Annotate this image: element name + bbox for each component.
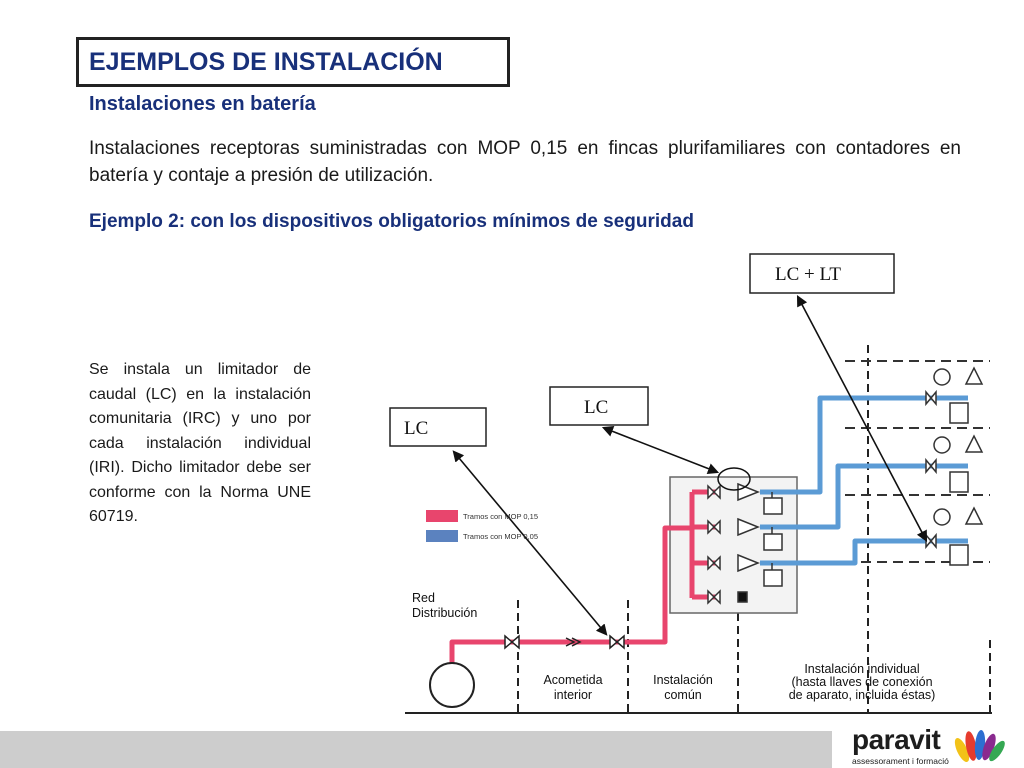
comun-label-2: común [664,688,702,702]
valve-icon [504,634,520,650]
callout-label: LC + LT [775,264,841,285]
distribution-network-circle [429,662,475,708]
comun-label-1: Instalación [653,673,713,687]
red-distribucion-label-2: Distribución [412,606,477,620]
section-labels: Red Distribución Acometida interior Inst… [412,591,935,702]
callout-label: LC [584,397,608,418]
regulator-icon [737,553,761,573]
valve-icon [609,634,625,650]
callout-lc-lt: LC + LT [749,253,895,294]
heater-icon [964,506,984,525]
individual-label-3: de aparato, incluida éstas) [789,688,936,702]
logo-brand: paravit [852,724,941,755]
meter-valve-icon [707,519,721,535]
slide-title: EJEMPLOS DE INSTALACIÓN [89,48,443,76]
lc-common-ellipse [717,467,751,491]
callout-label: LC [404,418,428,439]
spare-plug-icon [737,591,748,603]
meter-icon [763,497,783,515]
appliance-valve-icon [925,532,937,550]
floor-lines [845,360,990,563]
arrow-lc-lt [796,295,928,542]
service-valves [504,634,625,650]
footer-bar [0,731,832,768]
cooker-icon [949,402,969,424]
cooker-icon [949,544,969,566]
appliance-valve-icon [925,389,937,407]
boiler-icon [933,508,951,526]
meter-valve-icon [707,589,721,605]
individual-label-2: (hasta llaves de conexión [791,675,932,689]
appliances [925,366,984,566]
cooker-icon [949,471,969,493]
arrow-lc-left [452,450,608,636]
meter-battery [707,482,783,605]
legend: Tramos con MOP 0,15 Tramos con MOP 0,05 [426,510,538,542]
boiler-icon [933,436,951,454]
regulator-icon [737,517,761,537]
heater-icon [964,434,984,453]
individual-label-1: Instalación individual [804,662,919,676]
acometida-label-2: interior [554,688,592,702]
side-note: Se instala un limitador de caudal (LC) e… [89,361,311,525]
arrow-lc-center [601,426,720,474]
leaf-fan-icon [954,730,1005,762]
check-valve-icon [565,637,582,647]
acometida-label-1: Acometida [543,673,602,687]
callout-arrows [452,295,928,636]
red-distribucion-label-1: Red [412,591,435,605]
meter-icon [763,533,783,551]
title-box: EJEMPLOS DE INSTALACIÓN [76,37,510,87]
appliance-feed [935,395,968,544]
legend-swatch-red [426,510,458,522]
callout-lc-left: LC [389,407,487,447]
boiler-icon [933,368,951,386]
appliance-valve-icon [925,457,937,475]
callout-box [749,253,895,294]
slide-subtitle: Instalaciones en batería [89,93,316,115]
service-pipe [449,525,692,663]
example-heading: Ejemplo 2: con los dispositivos obligato… [89,211,694,232]
logo-tagline: assessorament i formació [852,756,949,766]
callout-box [549,386,649,426]
legend-label-blue: Tramos con MOP 0,05 [463,532,538,541]
legend-swatch-blue [426,530,458,542]
heater-icon [964,366,984,385]
paravit-logo: paravit assessorament i formació [838,724,1024,768]
intro-paragraph: Instalaciones receptoras suministradas c… [89,138,961,186]
meter-icon [763,569,783,587]
meter-valve-icon [707,484,721,500]
legend-label-red: Tramos con MOP 0,15 [463,512,538,521]
callout-box [389,407,487,447]
meter-valve-icon [707,555,721,571]
callout-lc-center: LC [549,386,649,426]
